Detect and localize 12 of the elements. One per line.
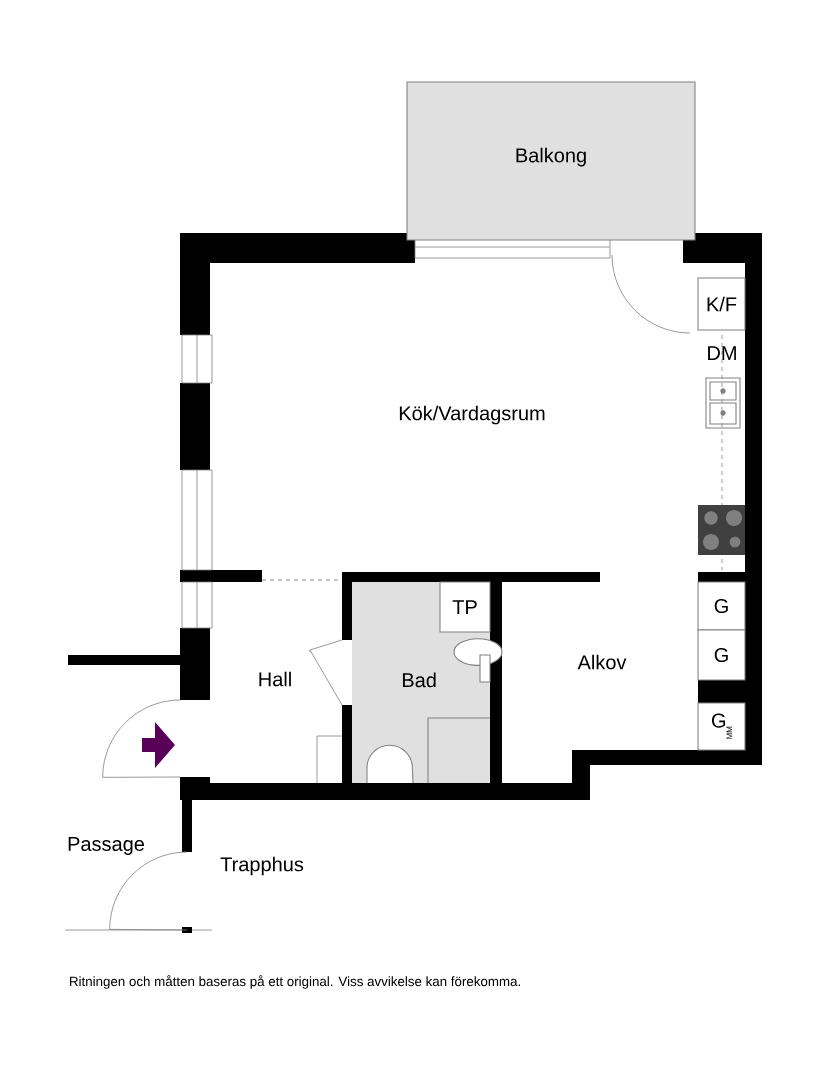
room-label: Kök/Vardagsrum bbox=[399, 405, 545, 425]
cabinet-box: TP bbox=[439, 581, 491, 633]
balcony: Balkong bbox=[406, 81, 696, 241]
appliance-box: K/F bbox=[697, 277, 746, 331]
room-label: Passage bbox=[68, 837, 144, 855]
room-label: Trapphus bbox=[220, 856, 304, 876]
room-label: Hall bbox=[259, 671, 291, 687]
cabinet-box: G MM bbox=[697, 702, 746, 751]
cabinet-box: G bbox=[697, 629, 746, 681]
room-label: Alkov bbox=[577, 654, 627, 670]
cabinet-box: G bbox=[697, 581, 746, 631]
disclaimer-note: Ritningen och måtten baseras på ett original. Viss avvikelse kan förekomma. bbox=[70, 975, 520, 989]
